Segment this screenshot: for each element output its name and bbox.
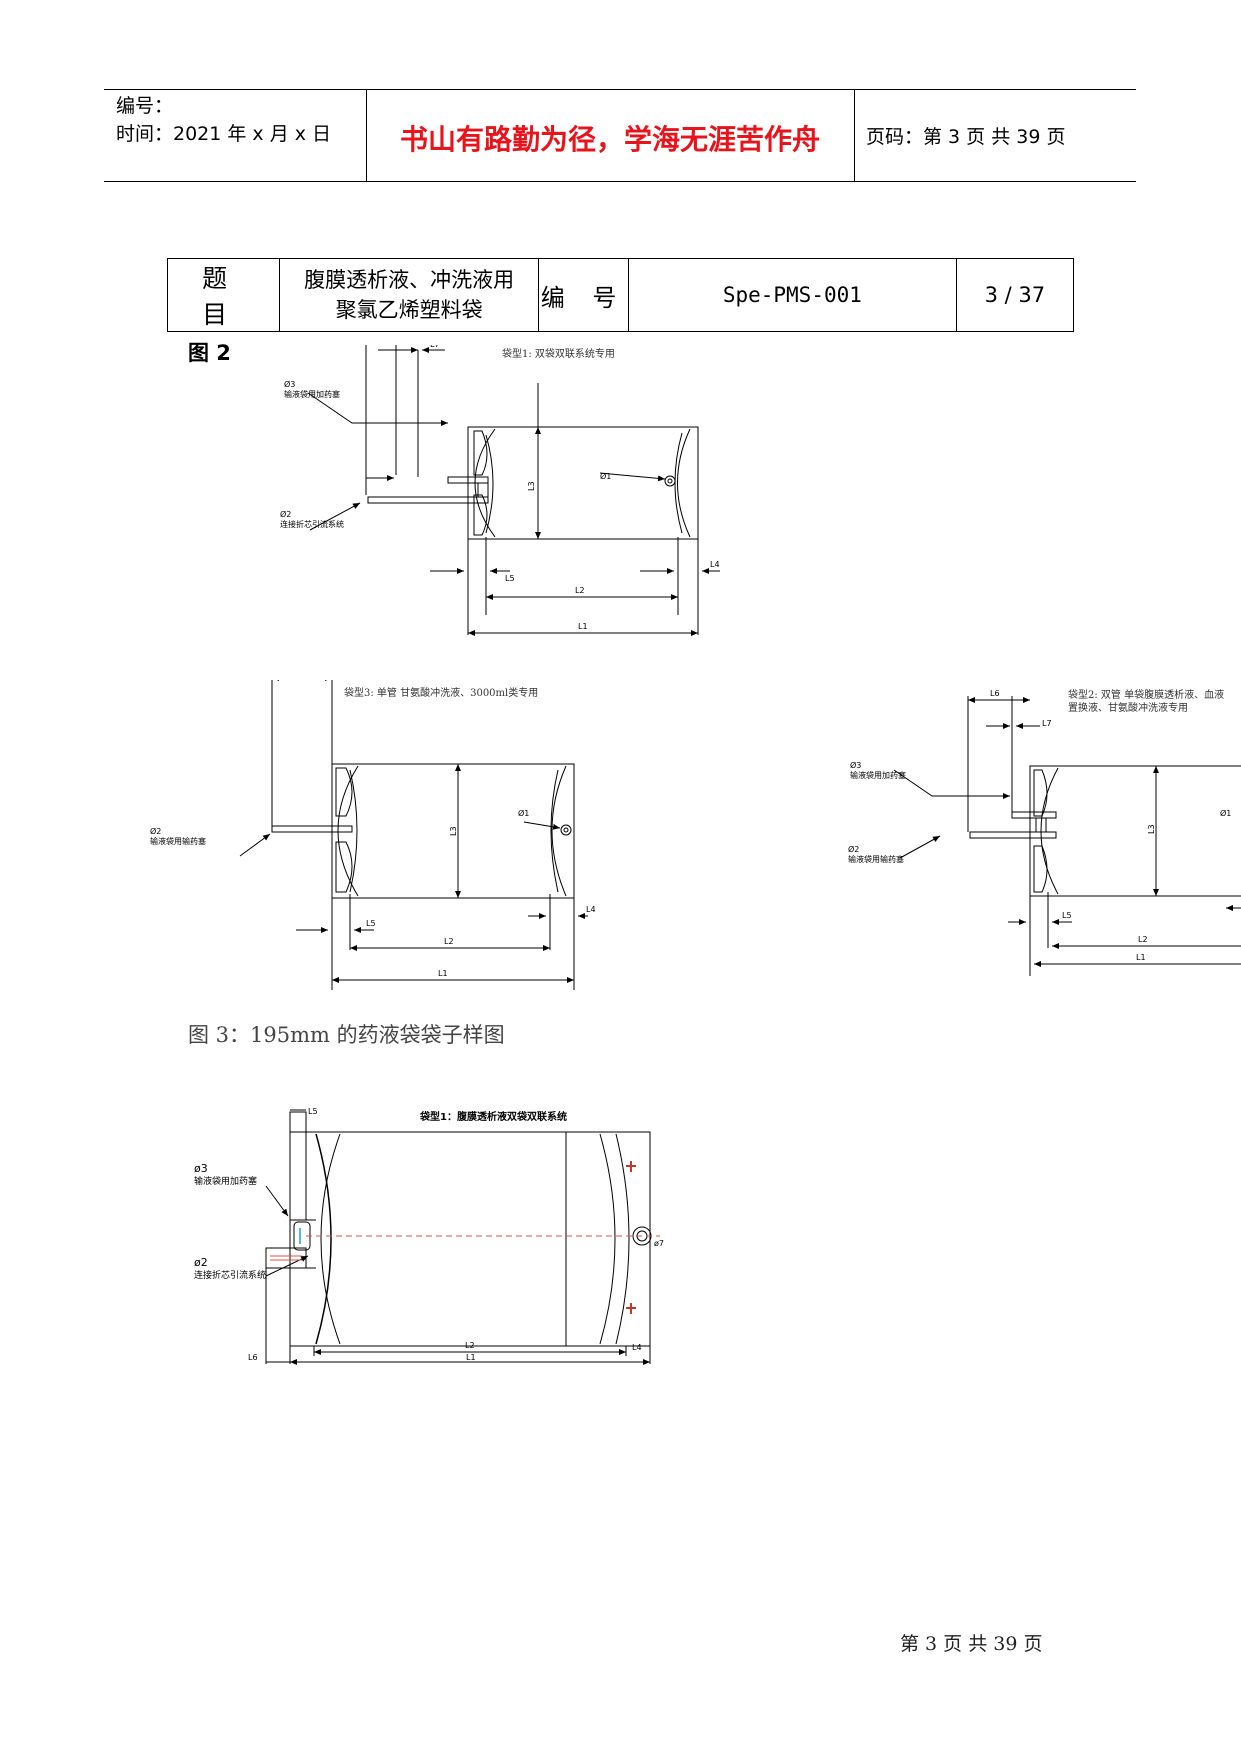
- drawing-195mm-bag: L5 L2 L1 L4 L6 ø7 ø3 ø2 输液袋用加药塞 连接折芯引流系统…: [194, 1107, 664, 1365]
- figure-2-label: 图 2: [188, 341, 231, 365]
- drawing-3-title-line-2: 置换液、甘氨酸冲洗液专用: [1068, 701, 1188, 714]
- header-divider-left: [366, 89, 367, 182]
- label-phi7: ø7: [654, 1239, 664, 1248]
- label-phi1: Ø1: [1220, 808, 1231, 818]
- label-phi1: Ø1: [600, 471, 611, 481]
- dim-L4: L4: [586, 905, 596, 914]
- label-phi2: Ø2: [280, 509, 291, 519]
- dim-L1: L1: [1136, 953, 1146, 962]
- title-table: 题 目 腹膜透析液、冲洗液用 聚氯乙烯塑料袋 编 号 Spe-PMS-001 3…: [166, 258, 1075, 332]
- label-phi2: Ø2: [848, 844, 859, 854]
- drawing-bag-type-2: L6 L7 L3 L5 L2 L1 Ø1 Ø3 输液袋用加药塞 Ø2 输液袋用输…: [848, 688, 1241, 976]
- label-phi1: Ø1: [518, 808, 529, 818]
- page-value: 3 / 37: [955, 258, 1075, 332]
- header-bottom-rule: [104, 181, 1136, 182]
- figure-3-caption: 图 3：195mm 的药液袋袋子样图: [188, 1023, 505, 1047]
- drawing-bag-type-1: L6 L7 L3 L5 L4 L2 L1 Ø1 Ø3 输液袋用加药塞 Ø2 连接…: [280, 345, 720, 636]
- dim-L6: L6: [990, 689, 1000, 698]
- dim-L1: L1: [466, 1353, 476, 1362]
- dim-L2: L2: [1138, 935, 1148, 944]
- number-value: Spe-PMS-001: [628, 258, 957, 332]
- topic-value: 腹膜透析液、冲洗液用 聚氯乙烯塑料袋: [279, 258, 540, 332]
- label-phi2-desc: 输液袋用输药塞: [150, 836, 206, 846]
- page-footer: 第 3 页 共 39 页: [900, 1633, 1043, 1655]
- dim-L7: L7: [430, 345, 440, 349]
- label-phi3: Ø3: [850, 760, 861, 770]
- topic-label: 题 目: [166, 258, 281, 332]
- dim-L2: L2: [444, 937, 454, 946]
- drawing-bag-type-3: L6 L3 L5 L4 L2 L1 Ø1 Ø2 输液袋用输药塞 袋型3: 单管 …: [150, 680, 596, 990]
- dim-L4: L4: [632, 1343, 642, 1352]
- header-page-info: 页码：第 3 页 共 39 页: [866, 126, 1066, 148]
- dim-L5: L5: [505, 574, 515, 583]
- label-phi3-desc: 输液袋用加药塞: [850, 770, 906, 780]
- drawing-2-title: 袋型3: 单管 甘氨酸冲洗液、3000ml类专用: [344, 686, 538, 699]
- label-phi2-desc: 连接折芯引流系统: [280, 519, 344, 529]
- dim-L3: L3: [449, 826, 458, 836]
- dim-L1: L1: [578, 622, 588, 631]
- header-top-rule: [104, 89, 1136, 90]
- drawing-1-title: 袋型1: 双袋双联系统专用: [502, 347, 615, 360]
- dim-L6: L6: [248, 1353, 258, 1362]
- label-phi2-desc: 输液袋用输药塞: [848, 854, 904, 864]
- dim-L2: L2: [465, 1341, 475, 1350]
- label-phi2: Ø2: [150, 826, 161, 836]
- label-phi3-desc: 输液袋用加药塞: [194, 1175, 257, 1187]
- dim-L4: L4: [710, 560, 720, 569]
- header-divider-right: [854, 89, 855, 182]
- header-number: 编号：: [116, 95, 174, 117]
- dim-L3: L3: [1147, 824, 1156, 834]
- label-phi2: ø2: [194, 1256, 208, 1269]
- header-motto: 书山有路勤为径，学海无涯苦作舟: [399, 123, 820, 156]
- dim-L3: L3: [527, 481, 536, 491]
- header-left-info: 编号： 时间：2021 年 x 月 x 日: [116, 92, 331, 148]
- dim-L5: L5: [1062, 911, 1072, 920]
- label-phi2-desc: 连接折芯引流系统: [194, 1269, 266, 1281]
- number-label: 编 号: [538, 258, 630, 332]
- label-phi3: Ø3: [284, 379, 295, 389]
- drawing-3-title-line-1: 袋型2: 双管 单袋腹膜透析液、血液: [1068, 688, 1224, 701]
- cross-marks: [626, 1161, 636, 1314]
- dim-L1: L1: [438, 969, 448, 978]
- label-phi3: ø3: [194, 1162, 208, 1175]
- dim-L2: L2: [575, 586, 585, 595]
- dim-L5: L5: [366, 919, 376, 928]
- drawing-4-title: 袋型1：腹膜透析液双袋双联系统: [419, 1110, 567, 1123]
- dim-L7: L7: [1042, 719, 1052, 728]
- topic-line-1: 腹膜透析液、冲洗液用: [304, 268, 515, 292]
- header-time: 时间：2021 年 x 月 x 日: [116, 123, 332, 145]
- label-phi3-desc: 输液袋用加药塞: [284, 389, 340, 399]
- dim-L5: L5: [308, 1107, 318, 1116]
- topic-line-2: 聚氯乙烯塑料袋: [335, 298, 483, 322]
